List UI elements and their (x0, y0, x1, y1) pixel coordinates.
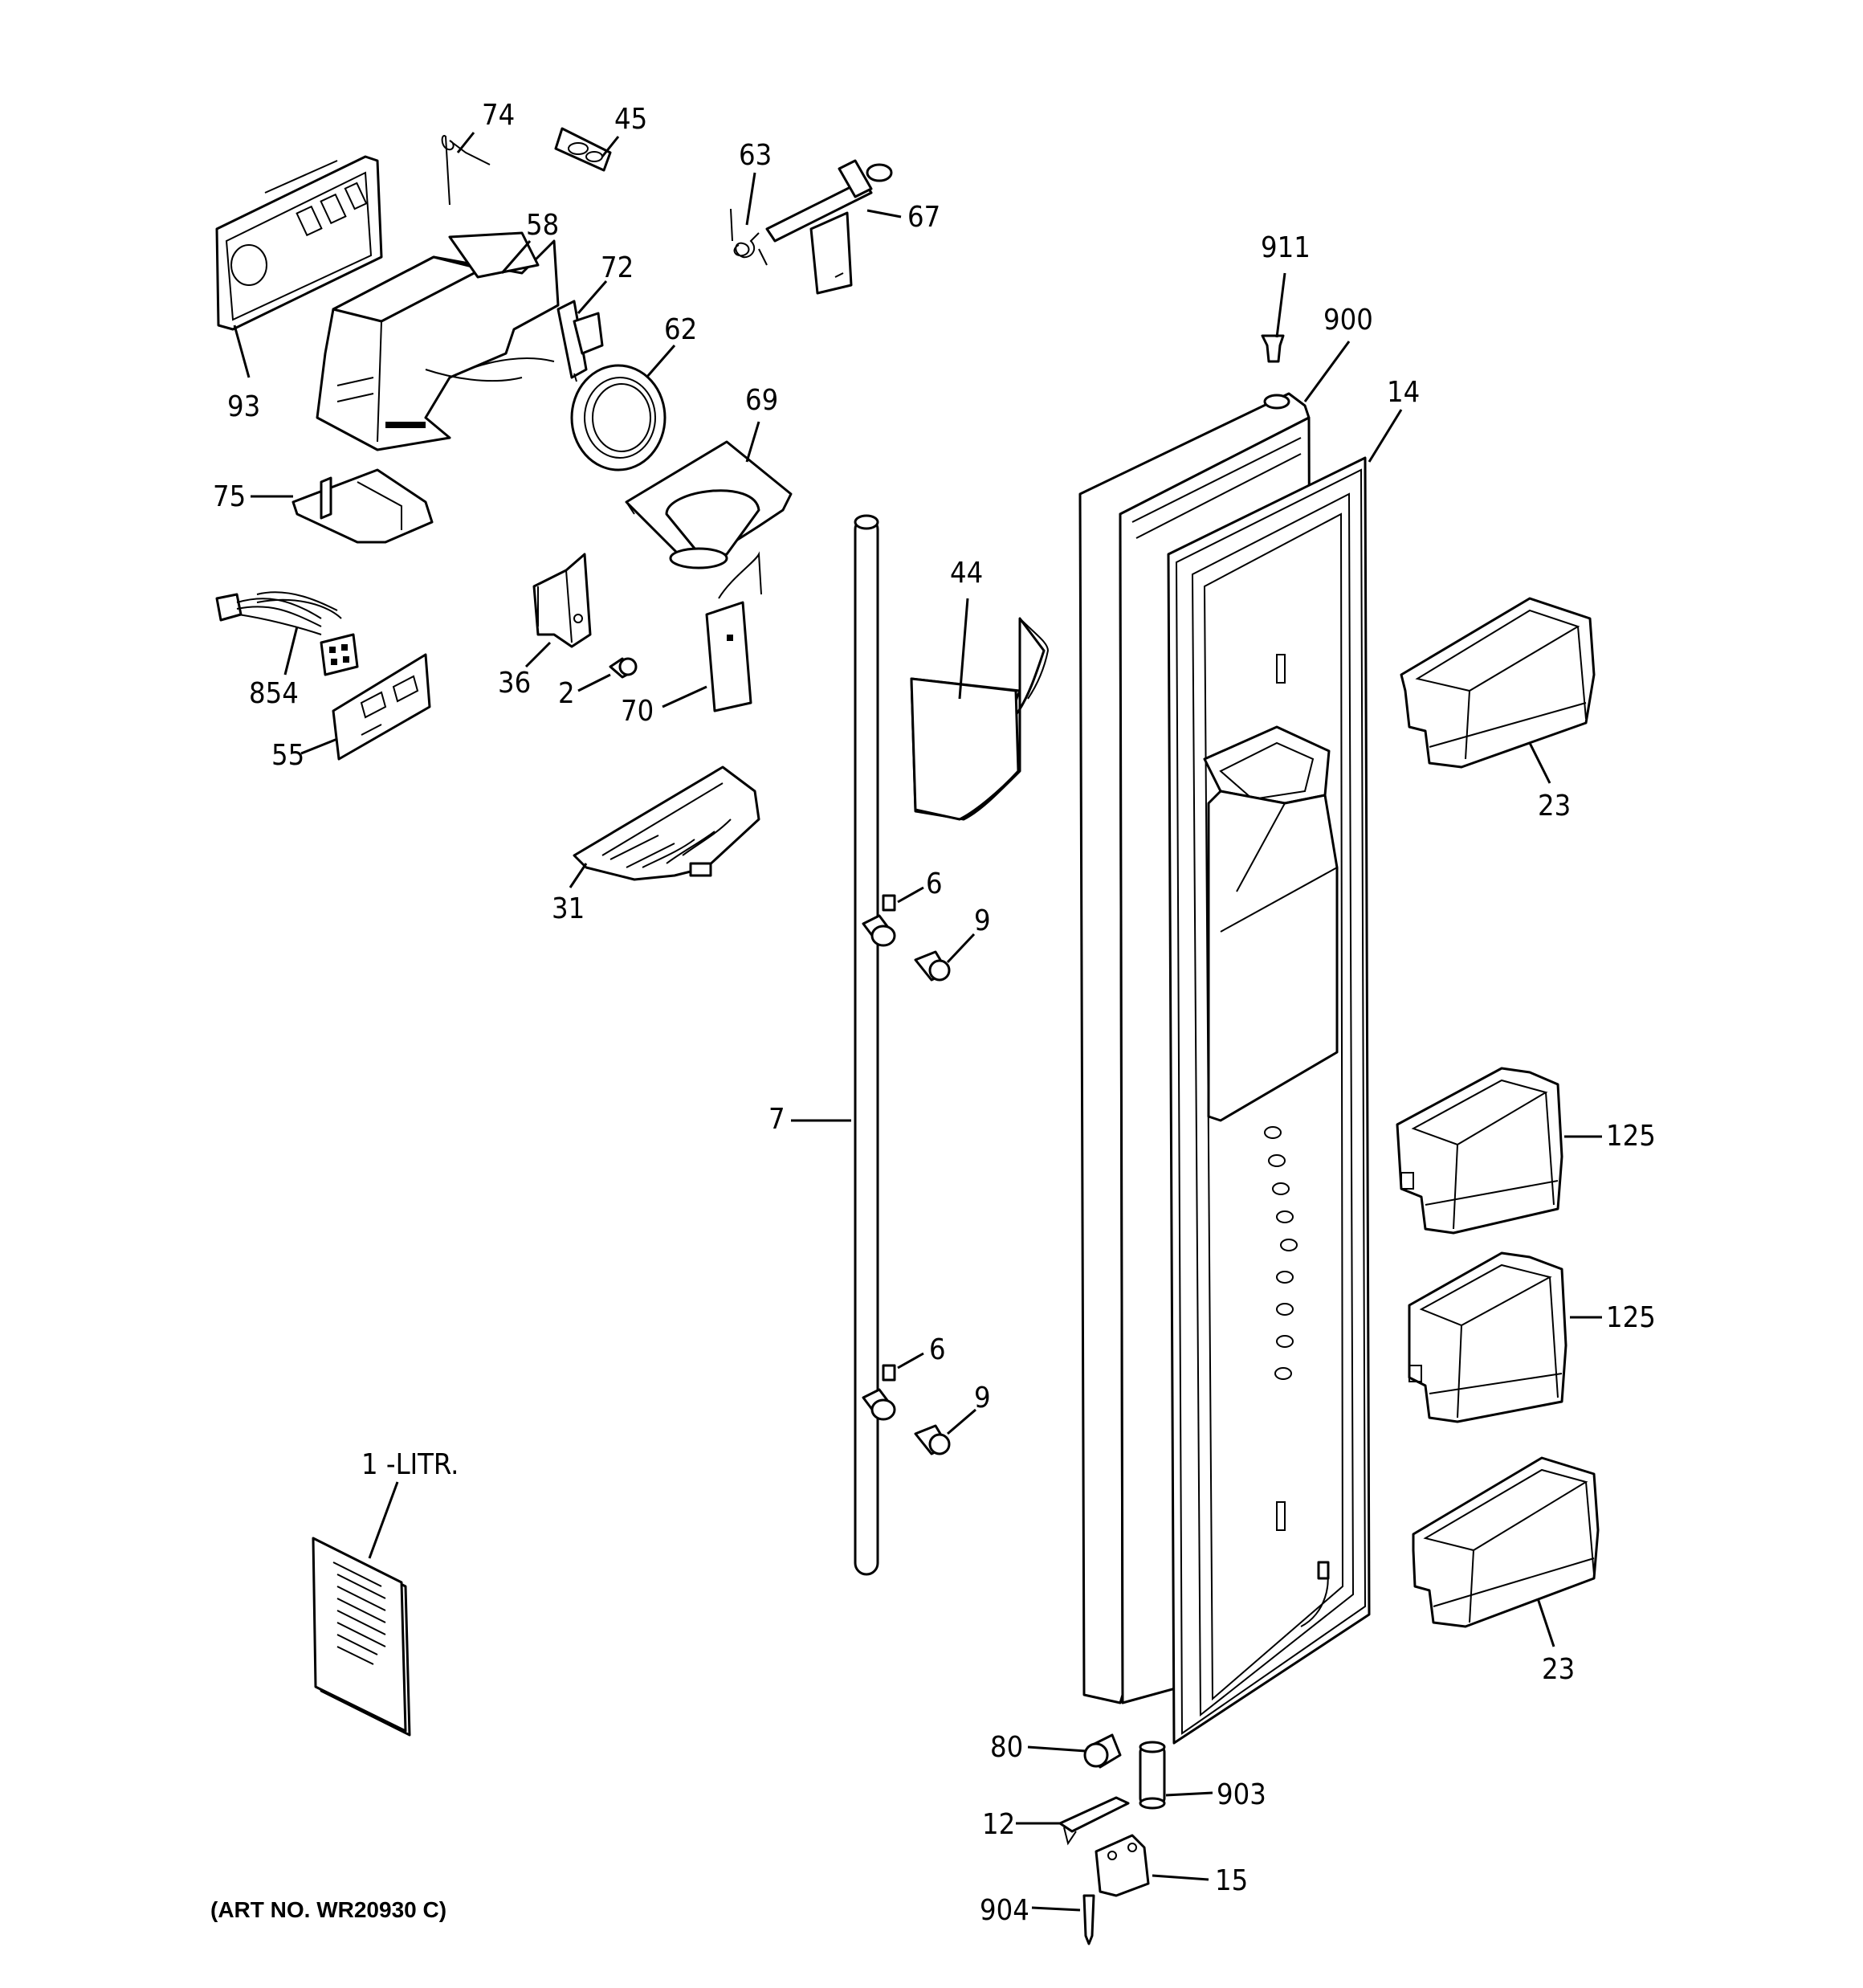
part-903-hinge-pin (1139, 1741, 1166, 1810)
label-72: 72 (601, 251, 634, 284)
label-904: 904 (980, 1894, 1029, 1927)
part-904-screw (1082, 1894, 1095, 1945)
part-1-literature (312, 1537, 411, 1737)
label-80: 80 (990, 1731, 1023, 1764)
label-6-upper: 6 (926, 867, 943, 900)
label-903: 903 (1217, 1778, 1266, 1811)
part-6-plug-upper (882, 894, 896, 912)
part-69-funnel (625, 440, 793, 569)
part-45-bracket (554, 127, 612, 172)
door-rails (1264, 1126, 1298, 1380)
label-69: 69 (745, 384, 778, 417)
label-12: 12 (982, 1808, 1015, 1841)
label-58: 58 (526, 209, 559, 242)
label-93: 93 (227, 390, 260, 423)
part-15-hinge (1095, 1834, 1150, 1897)
part-67-actuator-arm (765, 159, 893, 295)
callout-labels: 74 45 63 67 58 72 62 93 69 911 900 14 75… (213, 99, 1656, 1927)
label-1-litr: 1 -LITR. (361, 1448, 459, 1481)
part-36-bracket (532, 553, 592, 648)
label-31: 31 (552, 892, 585, 925)
part-72-switch (556, 300, 604, 382)
part-31-tray (573, 765, 760, 881)
label-900: 900 (1323, 304, 1373, 337)
part-23-bin-upper (1400, 597, 1596, 769)
label-15: 15 (1215, 1864, 1248, 1897)
part-74-spring (441, 135, 491, 206)
part-75-cover (291, 468, 434, 544)
label-125-upper: 125 (1606, 1120, 1656, 1153)
label-911: 911 (1261, 231, 1311, 264)
leader-lines (233, 132, 1602, 1912)
part-62-ring (570, 364, 667, 471)
label-2: 2 (558, 677, 575, 710)
label-75: 75 (213, 480, 246, 513)
part-854-harness (215, 591, 359, 676)
label-125-lower: 125 (1606, 1301, 1656, 1334)
label-45: 45 (614, 103, 647, 136)
label-9-lower: 9 (974, 1382, 991, 1414)
label-44: 44 (950, 557, 983, 590)
label-6-lower: 6 (929, 1333, 946, 1366)
label-74: 74 (482, 99, 515, 132)
label-55: 55 (271, 739, 304, 772)
part-63-spring (730, 208, 768, 266)
label-854: 854 (249, 677, 299, 710)
part-125-bin-lower (1408, 1251, 1567, 1423)
part-55-board (332, 653, 431, 761)
part-93-control-panel (215, 155, 383, 331)
label-67: 67 (907, 201, 940, 234)
label-70: 70 (621, 695, 654, 728)
part-14-gasket-inner-door (1167, 456, 1371, 1745)
part-7-handle (854, 514, 896, 1576)
part-70-paddle (705, 551, 762, 712)
part-44-chute (910, 617, 1050, 821)
part-80-bushing (1083, 1733, 1122, 1769)
label-62: 62 (664, 313, 697, 346)
label-36: 36 (498, 667, 531, 700)
part-125-bin-upper (1396, 1067, 1563, 1235)
label-14: 14 (1387, 376, 1420, 409)
label-23-upper: 23 (1538, 790, 1571, 823)
part-911-screw (1261, 334, 1285, 363)
part-12-hinge-plate (1058, 1796, 1130, 1846)
label-9-upper: 9 (974, 904, 991, 937)
part-9-screw-upper (914, 950, 951, 982)
label-7: 7 (768, 1103, 785, 1136)
part-9-screw-lower (914, 1424, 951, 1455)
part-23-bin-lower (1412, 1456, 1600, 1628)
part-6-plug-lower (882, 1364, 896, 1382)
label-63: 63 (739, 139, 772, 172)
part-2-screw (609, 657, 638, 679)
art-number: (ART NO. WR20930 C) (210, 1897, 446, 1922)
label-23-lower: 23 (1542, 1653, 1575, 1686)
part-58-dispenser-housing (316, 231, 560, 451)
